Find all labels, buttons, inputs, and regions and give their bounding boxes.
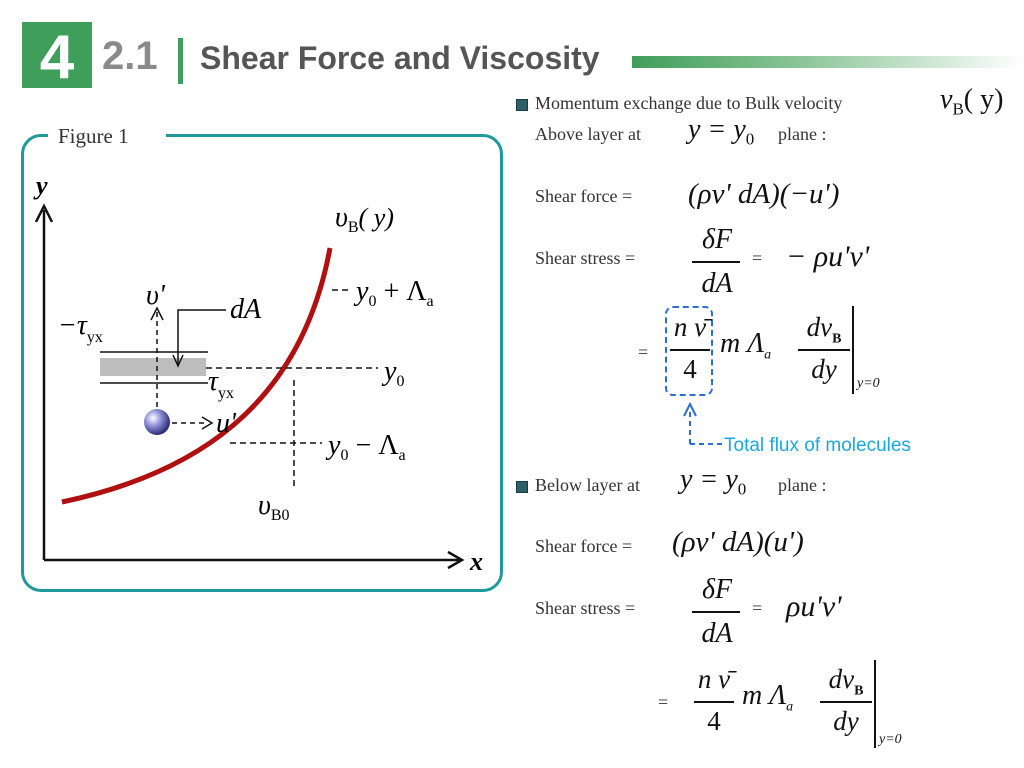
- flux-highlight-box: [665, 306, 713, 396]
- heading-symbol: νB( y): [940, 84, 1004, 119]
- below-m-lambda: m Λa: [742, 680, 794, 715]
- below-dv-line: [820, 701, 872, 703]
- above-nv-line: [670, 349, 710, 351]
- vb0-label: υB0: [258, 490, 290, 524]
- above-dv-den: dy: [811, 354, 837, 384]
- u-prime-arrow-icon: [201, 416, 214, 430]
- figure-label-background: [48, 122, 166, 148]
- x-axis-arrow-icon: [447, 550, 465, 570]
- below-equals: =: [752, 598, 763, 618]
- curve-label: υB( y): [335, 202, 394, 236]
- section-divider: [178, 38, 183, 84]
- flux-arrow-icon: [683, 401, 697, 417]
- bullet-below-icon: [516, 481, 528, 493]
- momentum-heading: Momentum exchange due to Bulk velocity: [535, 93, 843, 113]
- u-prime-label: u': [216, 408, 237, 439]
- below-frac-line: [692, 611, 740, 613]
- below-nv-den: 4: [707, 706, 721, 736]
- area-element: [100, 358, 206, 376]
- below-frac-num: δF: [701, 574, 733, 605]
- page-title: Shear Force and Viscosity: [200, 40, 600, 76]
- above-nv-den: 4: [683, 354, 697, 384]
- below-eval-sub: y=0: [879, 732, 902, 747]
- below-nv-num: n ν̄: [697, 664, 731, 694]
- above-frac-line: [692, 261, 740, 263]
- above-shear-stress-label: Shear stress =: [535, 248, 636, 268]
- below-frac-den: dA: [701, 618, 733, 649]
- title-rule: [632, 56, 1024, 68]
- below-shear-stress-label: Shear stress =: [535, 598, 636, 618]
- v-prime-arrow-icon: [150, 306, 164, 321]
- above-m-lambda: m Λa: [720, 328, 772, 363]
- above-shear-force-expr: (ρν' dA)(−u'): [688, 178, 840, 210]
- above-plane-suffix: plane :: [778, 124, 827, 144]
- level-plus-label: y0 + Λa: [353, 276, 434, 310]
- above-shear-force-label: Shear force =: [535, 186, 633, 206]
- bullet-above-icon: [516, 99, 528, 111]
- chapter-number: 4: [39, 23, 75, 92]
- level-minus-label: y0 − Λa: [325, 430, 406, 464]
- above-eval-sub: y=0: [857, 376, 880, 391]
- above-stress-expr: − ρu'ν': [786, 240, 870, 273]
- below-shear-force-expr: (ρν' dA)(u'): [672, 526, 804, 558]
- above-final-equals: =: [638, 342, 649, 362]
- below-nv-line: [694, 701, 734, 703]
- below-stress-expr: ρu'ν': [786, 590, 842, 623]
- neg-tau-label: −τyx: [58, 310, 103, 346]
- above-plane-eq: y = y0: [688, 114, 755, 149]
- flux-note: Total flux of molecules: [724, 435, 911, 456]
- above-frac-den: dA: [701, 268, 733, 299]
- x-axis-label: x: [469, 547, 483, 576]
- figure-frame: [21, 134, 503, 592]
- v-prime-label: υ': [146, 280, 166, 311]
- dA-label: dA: [230, 294, 262, 325]
- below-dv-den: dy: [833, 706, 859, 736]
- dA-arrow-icon: [172, 354, 184, 368]
- below-eval-bar: [874, 660, 876, 748]
- above-eval-bar: [852, 306, 854, 394]
- flux-note-arrow: [683, 401, 722, 445]
- below-plane-prefix: Below layer at: [535, 475, 640, 495]
- above-plane-prefix: Above layer at: [535, 124, 641, 144]
- above-equals: =: [752, 248, 763, 268]
- tau-label: τyx: [208, 366, 234, 402]
- above-dv-num: dvB: [806, 312, 842, 347]
- level-mid-label: y0: [381, 356, 404, 390]
- below-dv-num: dvB: [828, 664, 864, 699]
- dA-pointer: [177, 309, 226, 364]
- above-nv-num: n ν̄: [673, 312, 707, 342]
- y-axis-arrow-icon: [34, 203, 54, 223]
- above-dv-line: [798, 349, 850, 351]
- below-plane-eq: y = y0: [680, 464, 747, 499]
- figure-label: Figure 1: [58, 124, 129, 148]
- section-number: 2.1: [102, 34, 158, 78]
- bulk-velocity-curve: [61, 247, 333, 505]
- y-axis-label: y: [33, 171, 48, 200]
- below-plane-suffix: plane :: [778, 475, 827, 495]
- below-final-equals: =: [658, 692, 669, 712]
- below-shear-force-label: Shear force =: [535, 536, 633, 556]
- above-frac-num: δF: [701, 224, 733, 255]
- molecule-ball: [144, 409, 170, 435]
- chapter-badge: [22, 22, 92, 88]
